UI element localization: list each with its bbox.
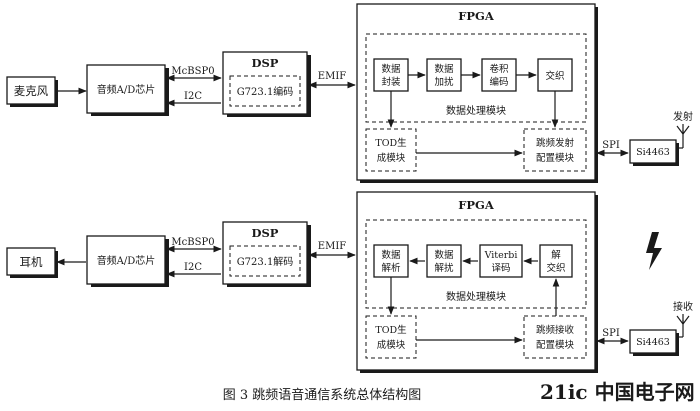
spi-label: SPI [602, 328, 620, 339]
si4463-block: Si4463 [629, 139, 679, 166]
dsp-title: DSP [252, 56, 279, 70]
receive-chain: 耳机 音频A/D芯片 McBSP0 I2C DSP G723.1解码 EMIF … [6, 191, 693, 373]
g7231-decoder-label: G723.1解码 [237, 255, 294, 268]
dsp-title: DSP [252, 226, 279, 240]
svg-text:交织: 交织 [545, 70, 564, 82]
audio-adc-label: 音频A/D芯片 [97, 254, 156, 267]
svg-text:编码: 编码 [489, 76, 508, 88]
svg-text:TOD生: TOD生 [375, 137, 407, 149]
fpga-title: FPGA [458, 198, 495, 212]
svg-text:成模块: 成模块 [377, 339, 406, 351]
svg-text:配置模块: 配置模块 [536, 152, 575, 164]
spi-label: SPI [602, 140, 620, 151]
deinterleaving-block [539, 244, 573, 278]
svg-text:解析: 解析 [381, 262, 401, 274]
lightning-bolt-icon [646, 232, 662, 270]
microphone-label: 麦克风 [14, 84, 49, 98]
dsp-block: DSP G723.1解码 [222, 221, 311, 287]
earphone-label: 耳机 [20, 255, 43, 269]
transmit-chain: 麦克风 音频A/D芯片 McBSP0 I2C DSP G723.1编码 EMIF… [6, 3, 693, 183]
svg-text:配置模块: 配置模块 [536, 339, 575, 351]
svg-text:卷积: 卷积 [489, 63, 509, 75]
audio-adc-block: 音频A/D芯片 [86, 64, 169, 116]
watermark-logo: 21ic 中国电子网 [540, 380, 695, 404]
svg-text:封装: 封装 [381, 76, 401, 88]
fpga-block: FPGA 数据 解析 数据 解扰 Viterbi 译码 解 交织 数据处理模块 … [356, 191, 598, 373]
data-descrambling-block [426, 244, 462, 278]
svg-text:跳频发射: 跳频发射 [536, 137, 575, 149]
fpga-title: FPGA [458, 9, 495, 23]
si4463-block: Si4463 [629, 329, 679, 356]
tx-antenna-icon [676, 124, 690, 149]
tod-generation-block [365, 315, 417, 359]
dsp-block: DSP G723.1编码 [222, 51, 311, 117]
g7231-decoder-box [229, 245, 301, 277]
hop-rx-config-block [523, 315, 587, 359]
emif-label: EMIF [318, 71, 346, 82]
fpga-block: FPGA 数据 封装 数据 加扰 卷积 编码 交织 数据处理模块 TOD生 成模… [356, 3, 598, 183]
interleaving-block [537, 58, 573, 92]
microphone-block: 麦克风 [6, 76, 58, 107]
hop-tx-config-block [523, 128, 587, 172]
svg-text:解: 解 [551, 249, 561, 261]
svg-text:数据: 数据 [434, 249, 454, 261]
audio-adc-label: 音频A/D芯片 [97, 83, 156, 96]
svg-text:译码: 译码 [491, 263, 510, 274]
svg-text:解扰: 解扰 [434, 262, 454, 274]
tod-generation-block [365, 128, 417, 172]
data-processing-label: 数据处理模块 [446, 290, 506, 303]
earphone-block: 耳机 [6, 247, 58, 278]
svg-text:数据: 数据 [434, 63, 454, 75]
i2c-label: I2C [184, 91, 202, 102]
receive-label: 接收 [673, 300, 693, 313]
viterbi-decoding-block [479, 244, 523, 278]
i2c-label: I2C [184, 262, 202, 273]
svg-text:Viterbi: Viterbi [484, 250, 518, 261]
svg-text:跳频接收: 跳频接收 [536, 324, 575, 336]
si4463-label: Si4463 [636, 147, 670, 158]
svg-text:交织: 交织 [546, 262, 565, 274]
svg-text:数据: 数据 [381, 63, 401, 75]
g7231-encoder-label: G723.1编码 [237, 85, 294, 98]
rx-antenna-icon [676, 314, 690, 338]
audio-adc-block: 音频A/D芯片 [86, 235, 169, 287]
data-processing-label: 数据处理模块 [446, 104, 506, 117]
svg-text:TOD生: TOD生 [375, 324, 407, 336]
mcbsp-label: McBSP0 [171, 66, 214, 77]
transmit-label: 发射 [673, 110, 693, 123]
data-parsing-block [373, 244, 409, 278]
data-scrambling-block [426, 58, 462, 92]
emif-label: EMIF [318, 241, 346, 252]
mcbsp-label: McBSP0 [171, 237, 214, 248]
svg-text:加扰: 加扰 [434, 76, 454, 88]
si4463-label: Si4463 [636, 337, 670, 348]
svg-text:数据: 数据 [381, 249, 401, 261]
figure-caption: 图 3 跳频语音通信系统总体结构图 [223, 387, 422, 403]
svg-text:成模块: 成模块 [377, 152, 406, 164]
g7231-encoder-box [229, 75, 301, 107]
